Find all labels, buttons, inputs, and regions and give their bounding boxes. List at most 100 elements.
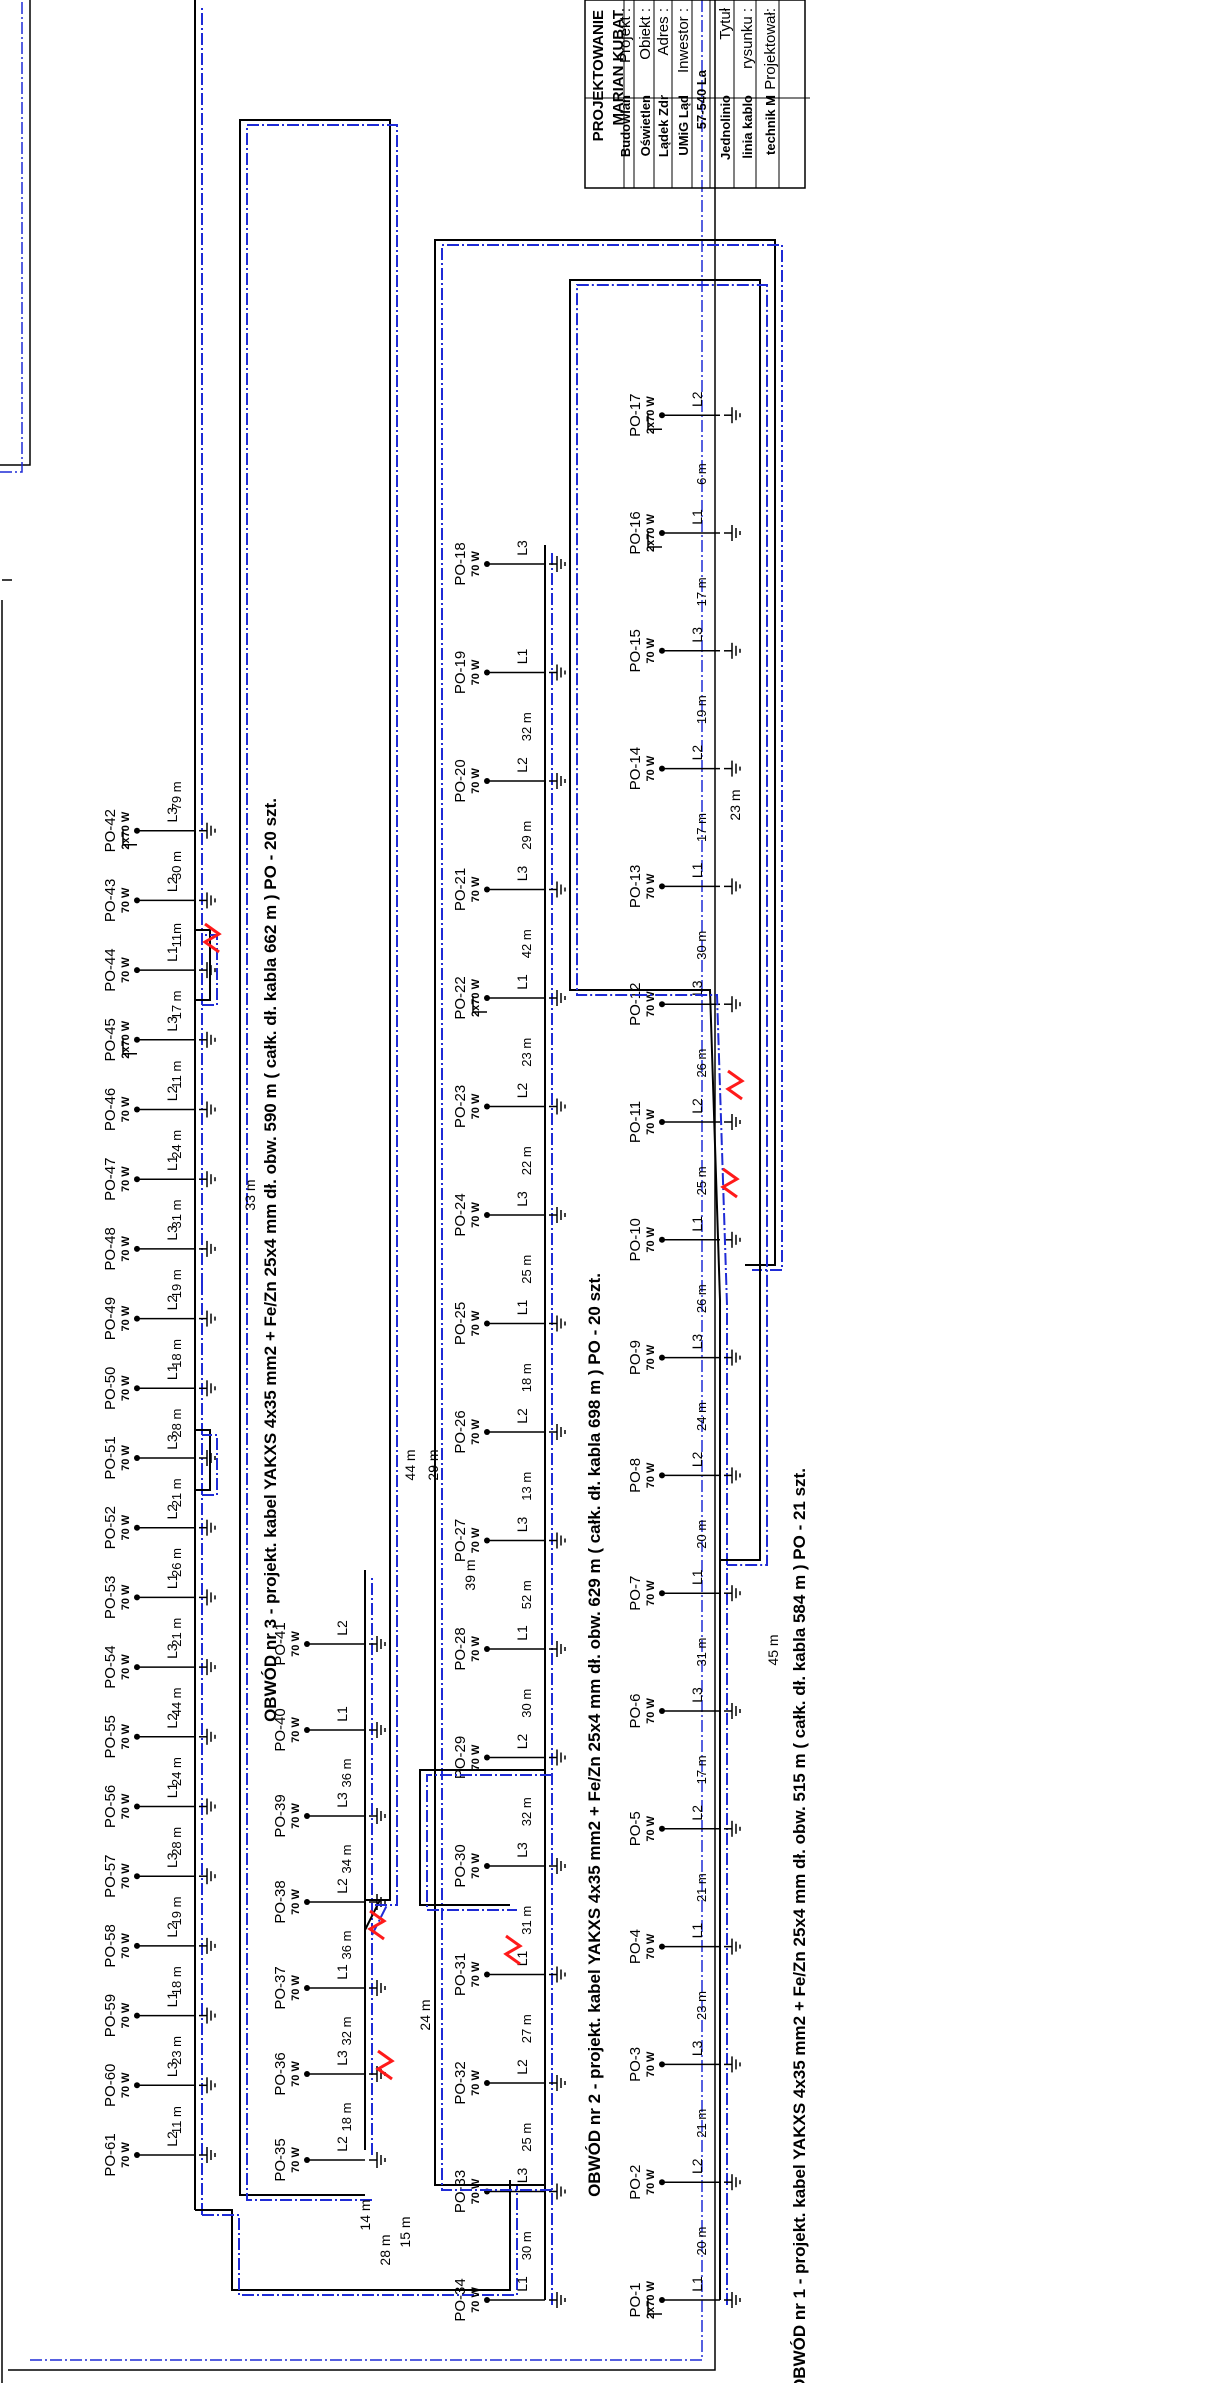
luminaire-label: PO-49 xyxy=(102,1297,119,1340)
span-length: 42 m xyxy=(519,929,534,958)
left-frame-top xyxy=(0,0,31,466)
span-length: 34 m xyxy=(339,1845,354,1874)
luminaire-power: 70 W xyxy=(470,768,482,794)
span-length: 21 m xyxy=(694,2109,709,2138)
luminaire-label: PO-33 xyxy=(452,2170,469,2213)
sheet-frame xyxy=(8,0,716,2371)
luminaire-label: PO-56 xyxy=(102,1785,119,1828)
circuit-1-caption: OBWÓD nr 1 - projekt. kabel YAKXS 4x35 m… xyxy=(790,1468,809,2383)
luminaire-node xyxy=(659,1001,665,1008)
twin-bracket xyxy=(647,531,662,548)
luminaire-power: 70 W xyxy=(290,1975,302,2001)
span-length: 21 m xyxy=(169,1478,184,1507)
luminaire-label: PO-5 xyxy=(627,1811,644,1846)
luminaire-node xyxy=(484,1863,490,1869)
span-length: 29 m xyxy=(519,821,534,850)
span-length: 17 m xyxy=(694,577,709,606)
luminaire-label: PO-18 xyxy=(452,542,469,585)
luminaire-power: 70 W xyxy=(120,1235,132,1261)
span-length: 52 m xyxy=(519,1580,534,1609)
luminaire-node xyxy=(484,995,490,1001)
luminaire-label: PO-10 xyxy=(627,1218,644,1261)
luminaire-label: PO-11 xyxy=(627,1101,644,1143)
luminaire-power: 70 W xyxy=(645,1815,657,1841)
luminaire-power: 70 W xyxy=(120,1514,132,1540)
luminaire-label: PO-12 xyxy=(627,983,644,1026)
luminaire-label: PO-32 xyxy=(452,2061,469,2104)
phase-label: L1 xyxy=(514,1300,530,1316)
loop-d-earth xyxy=(576,284,768,1566)
span-length: 31 m xyxy=(169,1200,184,1229)
luminaire-power: 70 W xyxy=(470,551,482,577)
feeder-length: 39 m xyxy=(462,1559,478,1590)
luminaire-node xyxy=(659,1236,665,1243)
luminaire-node xyxy=(134,2012,140,2019)
luminaire-node xyxy=(484,1646,490,1652)
luminaire-label: PO-2 xyxy=(627,2165,644,2200)
twin-bracket xyxy=(122,828,137,846)
luminaire-power: 70 W xyxy=(645,991,657,1017)
twin-bracket xyxy=(122,1037,137,1055)
luminaire-node xyxy=(134,1733,140,1740)
phase-label: L3 xyxy=(514,1517,530,1533)
luminaire-power: 70 W xyxy=(645,755,657,781)
luminaire-node xyxy=(659,1825,665,1832)
span-length: 21 m xyxy=(694,1873,709,1902)
luminaire-node xyxy=(484,886,490,893)
feeder-length: 33 m xyxy=(242,1179,258,1210)
luminaire-power: 70 W xyxy=(470,1202,482,1228)
luminaire-label: PO-46 xyxy=(102,1088,119,1131)
circuit-2-caption: OBWÓD nr 2 - projekt. kabel YAKXS 4x35 m… xyxy=(585,1273,604,2197)
phase-label: L3 xyxy=(514,1191,530,1207)
phase-label: L2 xyxy=(514,1408,530,1424)
phase-label: L2 xyxy=(164,1295,180,1311)
luminaire-label: PO-34 xyxy=(452,2278,469,2321)
luminaire-node xyxy=(304,1727,310,1733)
span-length: 44 m xyxy=(169,1687,184,1716)
span-length: 18 m xyxy=(169,1966,184,1995)
luminaire-power: 70 W xyxy=(120,887,132,913)
phase-label: L2 xyxy=(164,1504,180,1520)
luminaire-power: 2x70 W xyxy=(645,396,657,435)
title-heading: PROJEKTOWANIE xyxy=(590,10,607,141)
luminaire-power: 70 W xyxy=(120,1723,132,1749)
luminaire-node xyxy=(484,1429,490,1435)
luminaire-power: 70 W xyxy=(120,1932,132,1958)
span-length: 25 m xyxy=(694,1166,709,1195)
luminaire-node xyxy=(134,1664,140,1671)
luminaire-power: 70 W xyxy=(290,2061,302,2087)
luminaire-label: PO-6 xyxy=(627,1693,644,1728)
span-length: 28 m xyxy=(169,1827,184,1856)
span-length: 27 m xyxy=(519,2014,534,2043)
luminaire-label: PO-27 xyxy=(452,1519,469,1562)
phase-label: L1 xyxy=(689,509,705,525)
span-length: 17 m xyxy=(694,1755,709,1784)
luminaire-power: 70 W xyxy=(120,1584,132,1610)
phase-label: L2 xyxy=(164,876,180,892)
twin-bracket xyxy=(647,2298,662,2315)
luminaire-power: 70 W xyxy=(645,1226,657,1252)
luminaire-node xyxy=(304,1813,310,1819)
title-value: Oświetlen xyxy=(638,95,653,156)
luminaire-node xyxy=(134,1594,140,1601)
luminaire-label: PO-41 xyxy=(272,1622,289,1665)
phase-label: L2 xyxy=(334,2136,350,2152)
phase-label: L1 xyxy=(689,1569,705,1585)
luminaire-node xyxy=(484,1212,490,1218)
phase-label: L3 xyxy=(164,1643,180,1659)
luminaire-label: PO-55 xyxy=(102,1715,119,1758)
luminaire-power: 70 W xyxy=(470,1419,482,1445)
luminaire-node xyxy=(659,765,665,772)
luminaire-node xyxy=(484,1320,490,1327)
phase-label: L2 xyxy=(514,1734,530,1750)
feeder-length: 14 m xyxy=(357,2199,373,2230)
phase-label: L1 xyxy=(514,649,530,665)
luminaire-power: 2x70 W xyxy=(120,1020,132,1059)
luminaire-node xyxy=(659,2297,665,2303)
luminaire-label: PO-54 xyxy=(102,1645,119,1688)
feeder-length: 24 m xyxy=(417,1999,433,2030)
span-length: 30 m xyxy=(519,1689,534,1718)
luminaire-power: 70 W xyxy=(470,2287,482,2313)
span-length: 24 m xyxy=(169,1130,184,1159)
span-length: 19 m xyxy=(169,1269,184,1298)
